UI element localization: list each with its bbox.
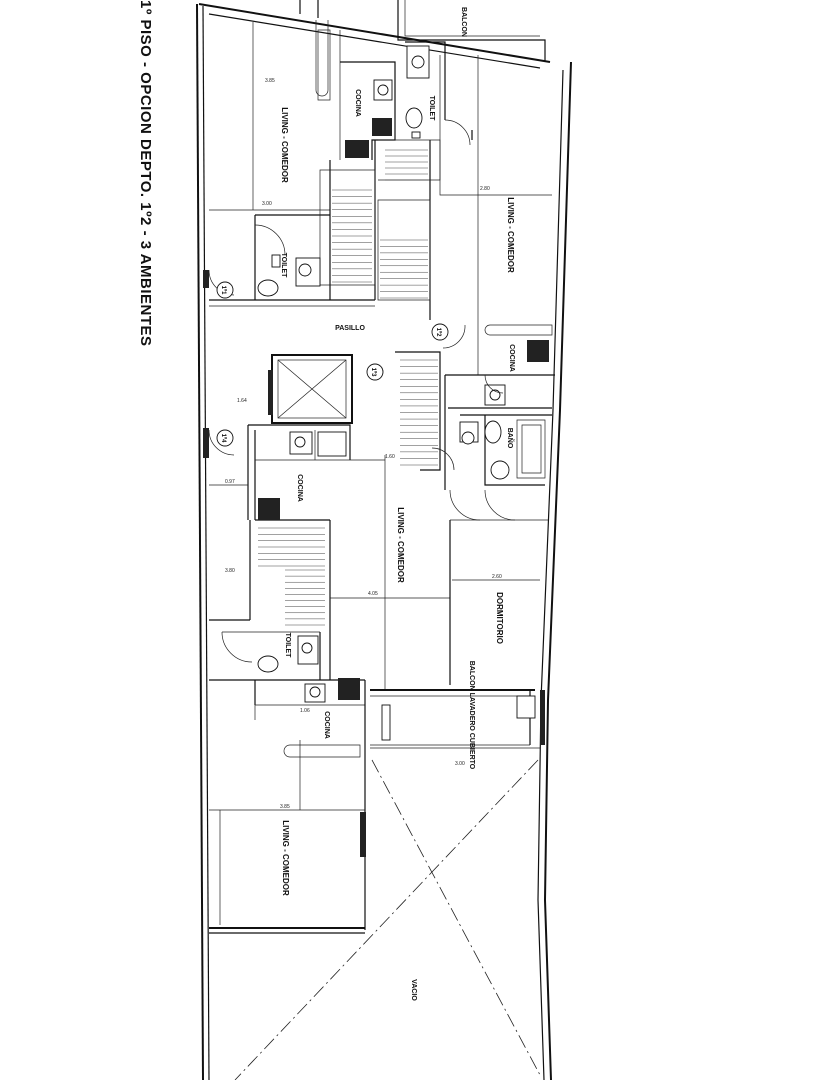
room-label-toilet-2: TOILET bbox=[280, 253, 287, 278]
dim-12: 1.60 bbox=[385, 454, 395, 460]
upper-walls bbox=[209, 22, 552, 375]
unit-labels: 1º1 1º2 1º3 1º4 bbox=[220, 286, 441, 444]
room-label-living-4: LIVING - COMEDOR bbox=[281, 820, 290, 896]
room-label-cocina-2: COCINA bbox=[508, 344, 515, 372]
outer-walls bbox=[196, 3, 572, 1080]
counters bbox=[290, 29, 553, 758]
unit-label-4: 1º4 bbox=[220, 434, 226, 444]
fixtures bbox=[257, 45, 536, 719]
doors bbox=[208, 119, 516, 663]
plan-title: 1º PISO - OPCION DEPTO. 1º2 - 3 AMBIENTE… bbox=[137, 0, 154, 347]
dim-10: 2.60 bbox=[492, 574, 502, 580]
stairs-upper bbox=[332, 149, 428, 299]
middle-walls bbox=[209, 351, 555, 930]
dim-2: 3.00 bbox=[262, 201, 272, 207]
dim-7: 2.80 bbox=[480, 186, 490, 192]
room-label-cocina-4: COCINA bbox=[323, 711, 330, 739]
unit-label-1: 1º1 bbox=[220, 286, 226, 296]
room-label-vacio: VACIO bbox=[410, 979, 417, 1001]
dimension-labels: 3.85 3.00 1.64 0.97 1.06 3.85 2.80 4.05 … bbox=[225, 78, 502, 810]
vacio-void bbox=[234, 747, 541, 1080]
room-label-toilet-1: TOILET bbox=[428, 96, 435, 121]
balcony-top bbox=[299, 0, 546, 62]
room-label-toilet-3: TOILET bbox=[284, 633, 291, 658]
stairs-middle bbox=[400, 359, 438, 466]
room-label-balcon-lavadero: BALCON LAVADERO CUBIERTO bbox=[468, 661, 475, 770]
unit-markers bbox=[216, 281, 449, 447]
room-label-dormitorio: DORMITORIO bbox=[495, 592, 504, 644]
room-label-bano: BAÑO bbox=[506, 428, 515, 449]
rounded-elements bbox=[283, 20, 491, 758]
dim-5: 1.06 bbox=[300, 708, 310, 714]
dim-9: 3.00 bbox=[455, 761, 465, 767]
unit-label-2: 1º2 bbox=[435, 328, 441, 338]
room-label-living-3: LIVING - COMEDOR bbox=[396, 507, 405, 583]
dim-4: 0.97 bbox=[225, 479, 235, 485]
dim-8: 4.05 bbox=[368, 591, 378, 597]
kitchen-tiles bbox=[258, 118, 549, 700]
stairs-lower bbox=[258, 527, 325, 626]
room-label-cocina-3: COCINA bbox=[296, 474, 303, 502]
room-labels: LIVING - COMEDOR LIVING - COMEDOR LIVING… bbox=[280, 7, 515, 1001]
room-label-living-1: LIVING - COMEDOR bbox=[280, 107, 289, 183]
windows bbox=[203, 270, 545, 857]
room-label-balcon: BALCON bbox=[460, 7, 467, 37]
elevator-shaft bbox=[271, 354, 353, 424]
dim-11: 3.80 bbox=[225, 568, 235, 574]
room-label-living-2: LIVING - COMEDOR bbox=[506, 197, 515, 273]
room-label-cocina-1: COCINA bbox=[354, 89, 361, 117]
room-label-pasillo: PASILLO bbox=[335, 325, 365, 332]
dim-1: 3.85 bbox=[265, 78, 275, 84]
dim-6: 3.85 bbox=[280, 804, 290, 810]
dim-3: 1.64 bbox=[237, 398, 247, 404]
unit-label-3: 1º3 bbox=[370, 368, 376, 378]
